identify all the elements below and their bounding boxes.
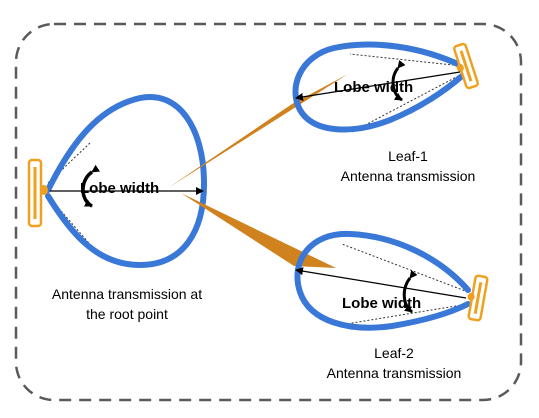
root-antenna-group <box>27 93 208 269</box>
leaf-2-beam-arrow <box>295 267 467 299</box>
leaf-1-lobe-boundary-top <box>349 53 463 67</box>
beam-to-leaf-1 <box>168 74 348 188</box>
root-lobe-width-arrow-icon <box>81 164 101 208</box>
leaf-2-lobe <box>294 230 471 331</box>
root-lobe-width-label: Lobe width <box>80 180 160 197</box>
leaf-1-antenna-icon <box>453 42 479 90</box>
leaf-1-lobe-width-label: Lobe width <box>334 79 414 96</box>
leaf-1-antenna-group <box>292 41 479 133</box>
leaf-2-lobe-width-label: Lobe width <box>342 295 422 312</box>
leaf-1-lobe-boundary-bottom <box>351 73 463 133</box>
leaf-2-lobe-boundary-top <box>341 243 469 293</box>
root-caption: Antenna transmission at the root point <box>22 284 232 324</box>
root-caption-line-1: Antenna transmission at <box>51 286 203 302</box>
leaf-1-name: Leaf-1 <box>388 148 428 164</box>
leaf-1-caption: Leaf-1 Antenna transmission <box>318 146 498 186</box>
leaf-1-caption-text: Antenna transmission <box>340 168 476 184</box>
dashed-boundary <box>14 22 523 402</box>
leaf-2-antenna-group <box>294 230 489 331</box>
leaf-2-antenna-icon <box>467 274 489 322</box>
beam-to-leaf-2 <box>181 193 336 268</box>
leaf-2-caption-text: Antenna transmission <box>326 365 462 381</box>
root-lobe <box>45 93 208 269</box>
leaf-2-lobe-width-arrow-icon <box>402 270 418 314</box>
leaf-2-caption: Leaf-2 Antenna transmission <box>304 343 484 383</box>
root-antenna-icon <box>27 158 48 228</box>
leaf-1-lobe-width-arrow-icon <box>391 60 406 102</box>
leaf-1-lobe <box>292 41 465 133</box>
leaf-2-name: Leaf-2 <box>374 345 414 361</box>
leaf-2-lobe-boundary-bottom <box>345 303 469 325</box>
root-caption-line-2: the root point <box>86 306 168 322</box>
leaf-1-beam-arrow <box>295 71 461 101</box>
